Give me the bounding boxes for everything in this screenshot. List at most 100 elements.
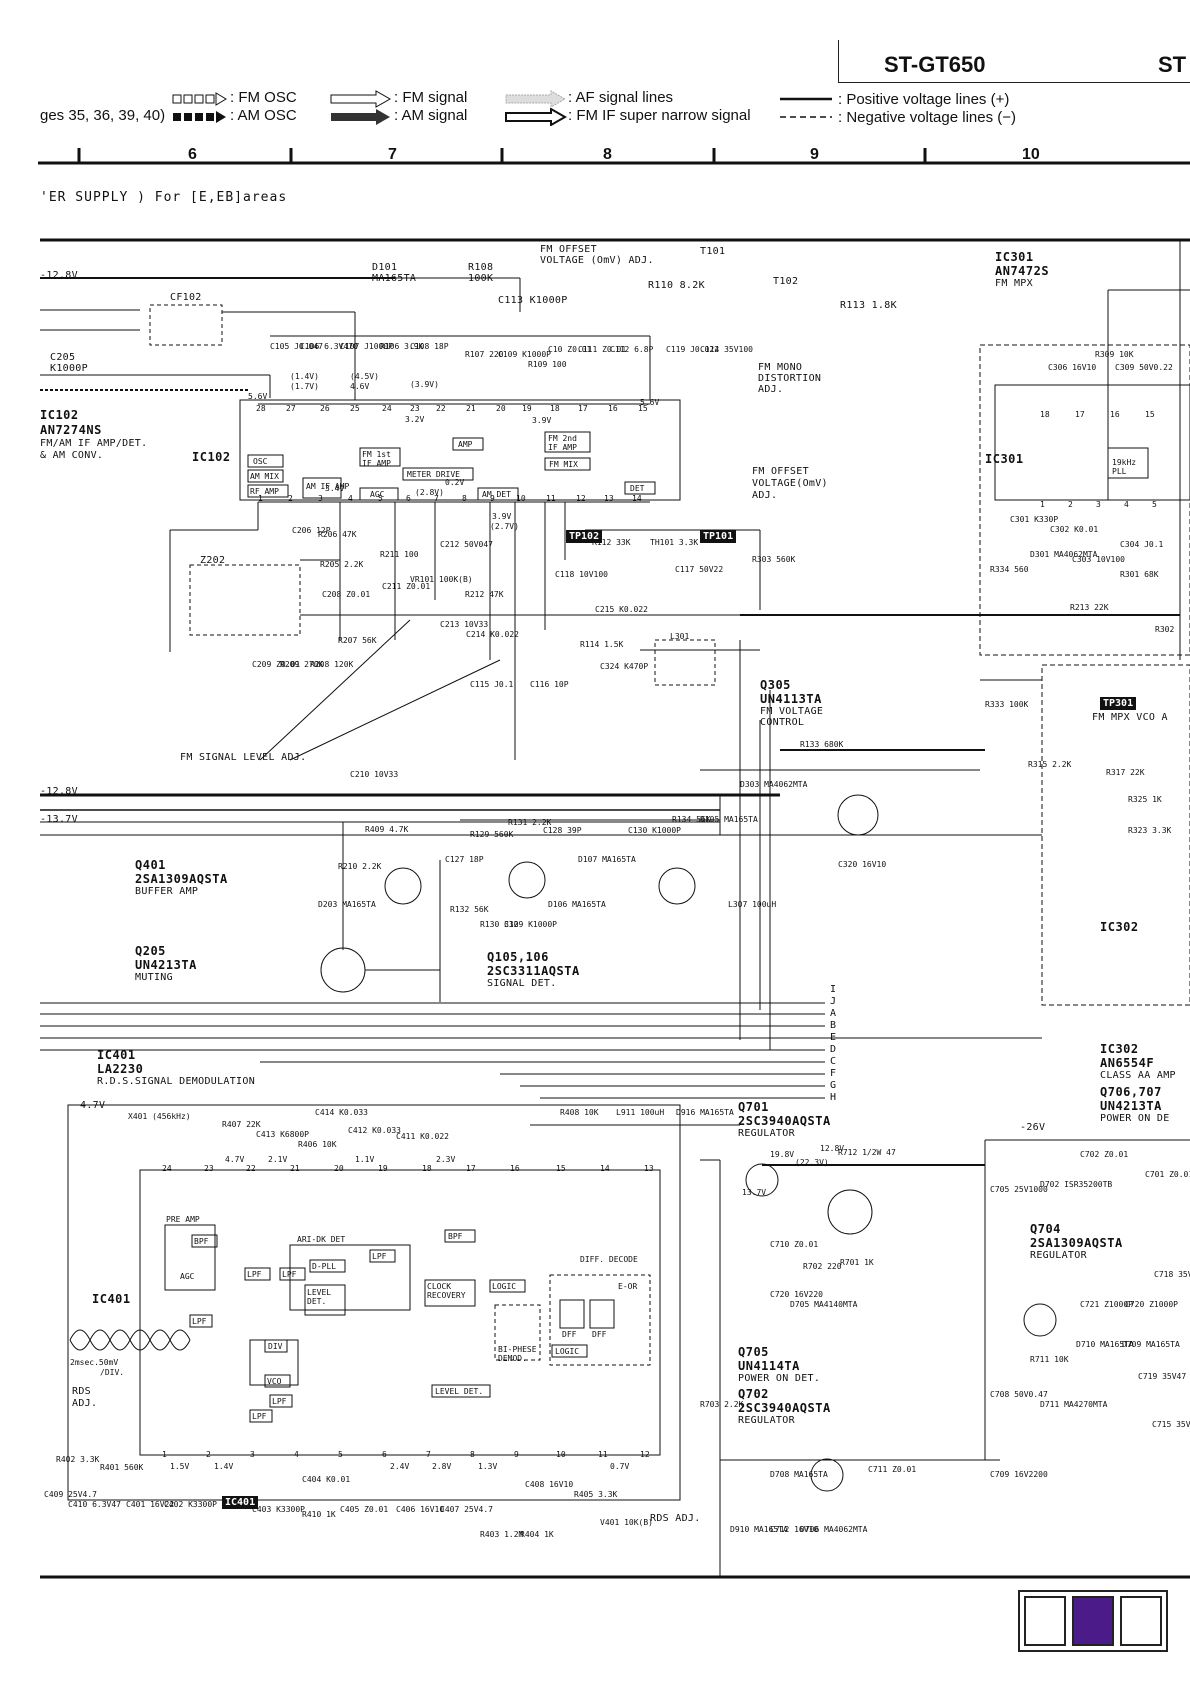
pin-number: 7 [426,1450,431,1459]
component-label: C109 K1000P [498,350,551,359]
voltage-label: (3.9V) [410,380,439,389]
component-label: D107 MA165TA [578,855,636,864]
component-label: R333 100K [985,700,1029,709]
component-label: R309 10K [1095,350,1134,359]
scope-label: /DIV. [100,1368,125,1377]
component-label: C211 Z0.01 [382,582,431,591]
transistor-part: UN4213TA [1100,1099,1162,1113]
transistor-desc: POWER ON DET. [738,1373,821,1384]
voltage-label: 13.7V [742,1188,767,1197]
transistor-ref: Q105,106 [487,950,549,964]
component-label: C107 J1000P [340,342,393,351]
ic102-block: AMP [458,440,473,449]
component-label: D702 ISR35200TB [1040,1180,1113,1189]
pin-number: 18 [422,1164,432,1173]
component-label: C705 25V1000 [990,1185,1048,1194]
voltage-label: (22.3V) [795,1158,829,1167]
pin-number: 6 [382,1450,387,1459]
pin-number: 25 [350,404,360,413]
transistor-desc: REGULATOR [738,1128,795,1139]
component-label: R109 100 [528,360,567,369]
pin-number: 3 [250,1450,255,1459]
component-label: R410 1K [302,1510,336,1519]
component-label: C407 25V4.7 [440,1505,493,1514]
voltage-label: 4.6V [350,382,370,391]
component-label: R113 1.8K [840,300,897,311]
component-label: C212 50V047 [440,540,493,549]
component-label: D910 MA165TA [730,1525,788,1534]
component-label: C701 Z0.01 [1145,1170,1190,1179]
bus-letter: E [830,1032,837,1043]
transistor-ref: Q305 [760,678,791,692]
voltage-label: 5.6V [640,398,660,407]
bus-letter: J [830,996,837,1007]
ic401-block: PRE AMP [166,1215,200,1224]
voltage-label: 3.9V [492,512,512,521]
legend-negative-lines: : Negative voltage lines (−) [838,109,1017,126]
component-label: R702 220 [803,1262,842,1271]
component-label: C205 K1000P [50,352,88,374]
pin-number: 16 [608,404,618,413]
component-label: C114 35V100 [700,345,753,354]
component-label: C412 K0.033 [348,1126,401,1135]
legend-am-signal: : AM signal [394,107,468,124]
pin-number: 1 [162,1450,167,1459]
component-label: R131 2.2K [508,818,552,827]
ic401-block: LOGIC [492,1282,517,1291]
ic401-block: DFF [562,1330,577,1339]
component-label: C405 Z0.01 [340,1505,389,1514]
pin-number: 20 [496,404,506,413]
ic401-block: BI-PHESE DEMOD. [498,1345,537,1363]
pin-number: 5 [1152,500,1157,509]
component-label: C711 Z0.01 [868,1465,917,1474]
component-label: R405 3.3K [574,1490,618,1499]
ic102-block: AGC [370,490,385,499]
component-label: C304 J0.1 [1120,540,1164,549]
pin-number: 12 [640,1450,650,1459]
component-label: R114 1.5K [580,640,624,649]
test-point-tp301: TP301 [1100,697,1137,710]
component-label: C302 K0.01 [1050,525,1099,534]
transistor-desc: SIGNAL DET. [487,978,557,989]
ic401-block: DIFF. DECODE [580,1255,638,1264]
rail-label: -13.7V [40,814,78,825]
component-label: R129 560K [470,830,514,839]
component-label: C403 K3300P [252,1505,305,1514]
ic301-ref: IC301 [995,250,1034,264]
pin-number: 23 [410,404,420,413]
ic401-block: DFF [592,1330,607,1339]
page-marker-slot [1120,1596,1162,1646]
annotation-rds-adj: RDS ADJ. [650,1513,701,1524]
component-label: R303 560K [752,555,796,564]
pin-number: 15 [556,1164,566,1173]
transistor-ref: Q401 [135,858,166,872]
legend-am-osc: : AM OSC [230,107,297,124]
voltage-label: 1.3V [478,1462,498,1471]
voltage-label: 3.4V [325,484,345,493]
ic102-block: OSC [253,457,268,466]
ic401-block: LPF [252,1412,267,1421]
column-number: 6 [188,146,197,163]
legend-af-lines-arrow-icon [505,90,567,108]
legend-fm-osc-arrow-icon [172,92,227,106]
model-title: ST-GT650 [884,52,986,77]
ic102-part: AN7274NS [40,423,102,437]
ic302-ref: IC302 [1100,1042,1139,1056]
component-label: C129 K1000P [504,920,557,929]
pin-number: 2 [206,1450,211,1459]
component-label: R133 680K [800,740,844,749]
transistor-desc: REGULATOR [738,1415,795,1426]
pin-number: 18 [550,404,560,413]
component-label: D303 MA4062MTA [740,780,808,789]
pin-number: 17 [466,1164,476,1173]
component-label: T102 [773,276,799,287]
component-label: C115 J0.1 [470,680,514,689]
page-marker-slot [1024,1596,1066,1646]
component-label: C320 16V10 [838,860,887,869]
component-label: R301 68K [1120,570,1159,579]
transistor-part: UN4114TA [738,1359,800,1373]
voltage-label: 1.4V [214,1462,234,1471]
bus-letter: H [830,1092,837,1103]
annotation-rds-adj-left: RDS [72,1386,91,1397]
pin-number: 22 [246,1164,256,1173]
